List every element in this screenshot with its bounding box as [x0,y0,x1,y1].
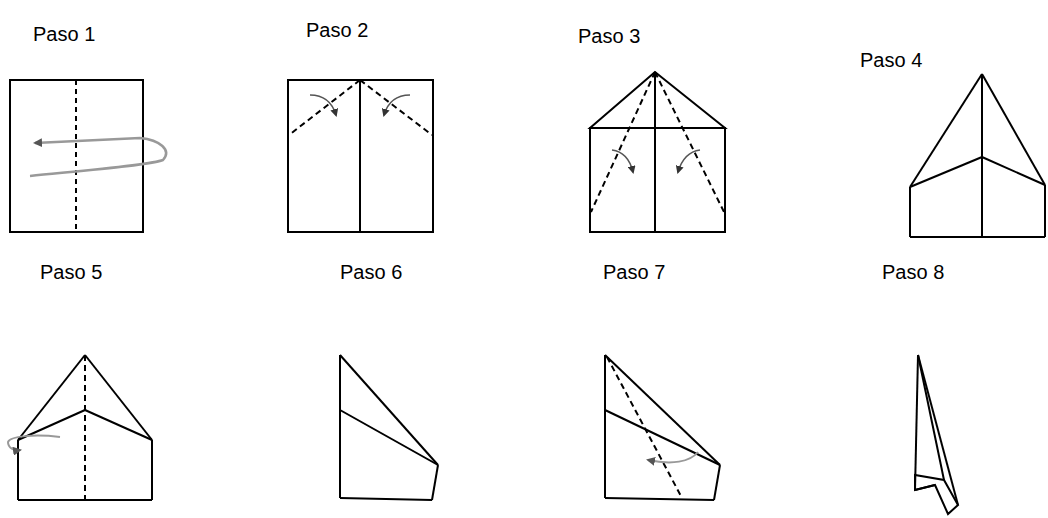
paper-sheet [8,355,152,500]
paper-sheet [340,355,438,500]
paper-sheet [590,72,725,232]
paper-sheet [915,355,958,514]
paper-sheet [910,74,1045,237]
step-label: Paso 8 [882,262,944,282]
step-label: Paso 6 [340,262,402,282]
paper-sheet [288,80,433,232]
step-label: Paso 1 [33,24,95,44]
step-label: Paso 5 [40,262,102,282]
step-label: Paso 2 [306,20,368,40]
paper-sheet [605,355,720,500]
step-label: Paso 4 [860,50,922,70]
paper-sheet [10,80,166,232]
step-label: Paso 3 [578,26,640,46]
step-label: Paso 7 [603,262,665,282]
